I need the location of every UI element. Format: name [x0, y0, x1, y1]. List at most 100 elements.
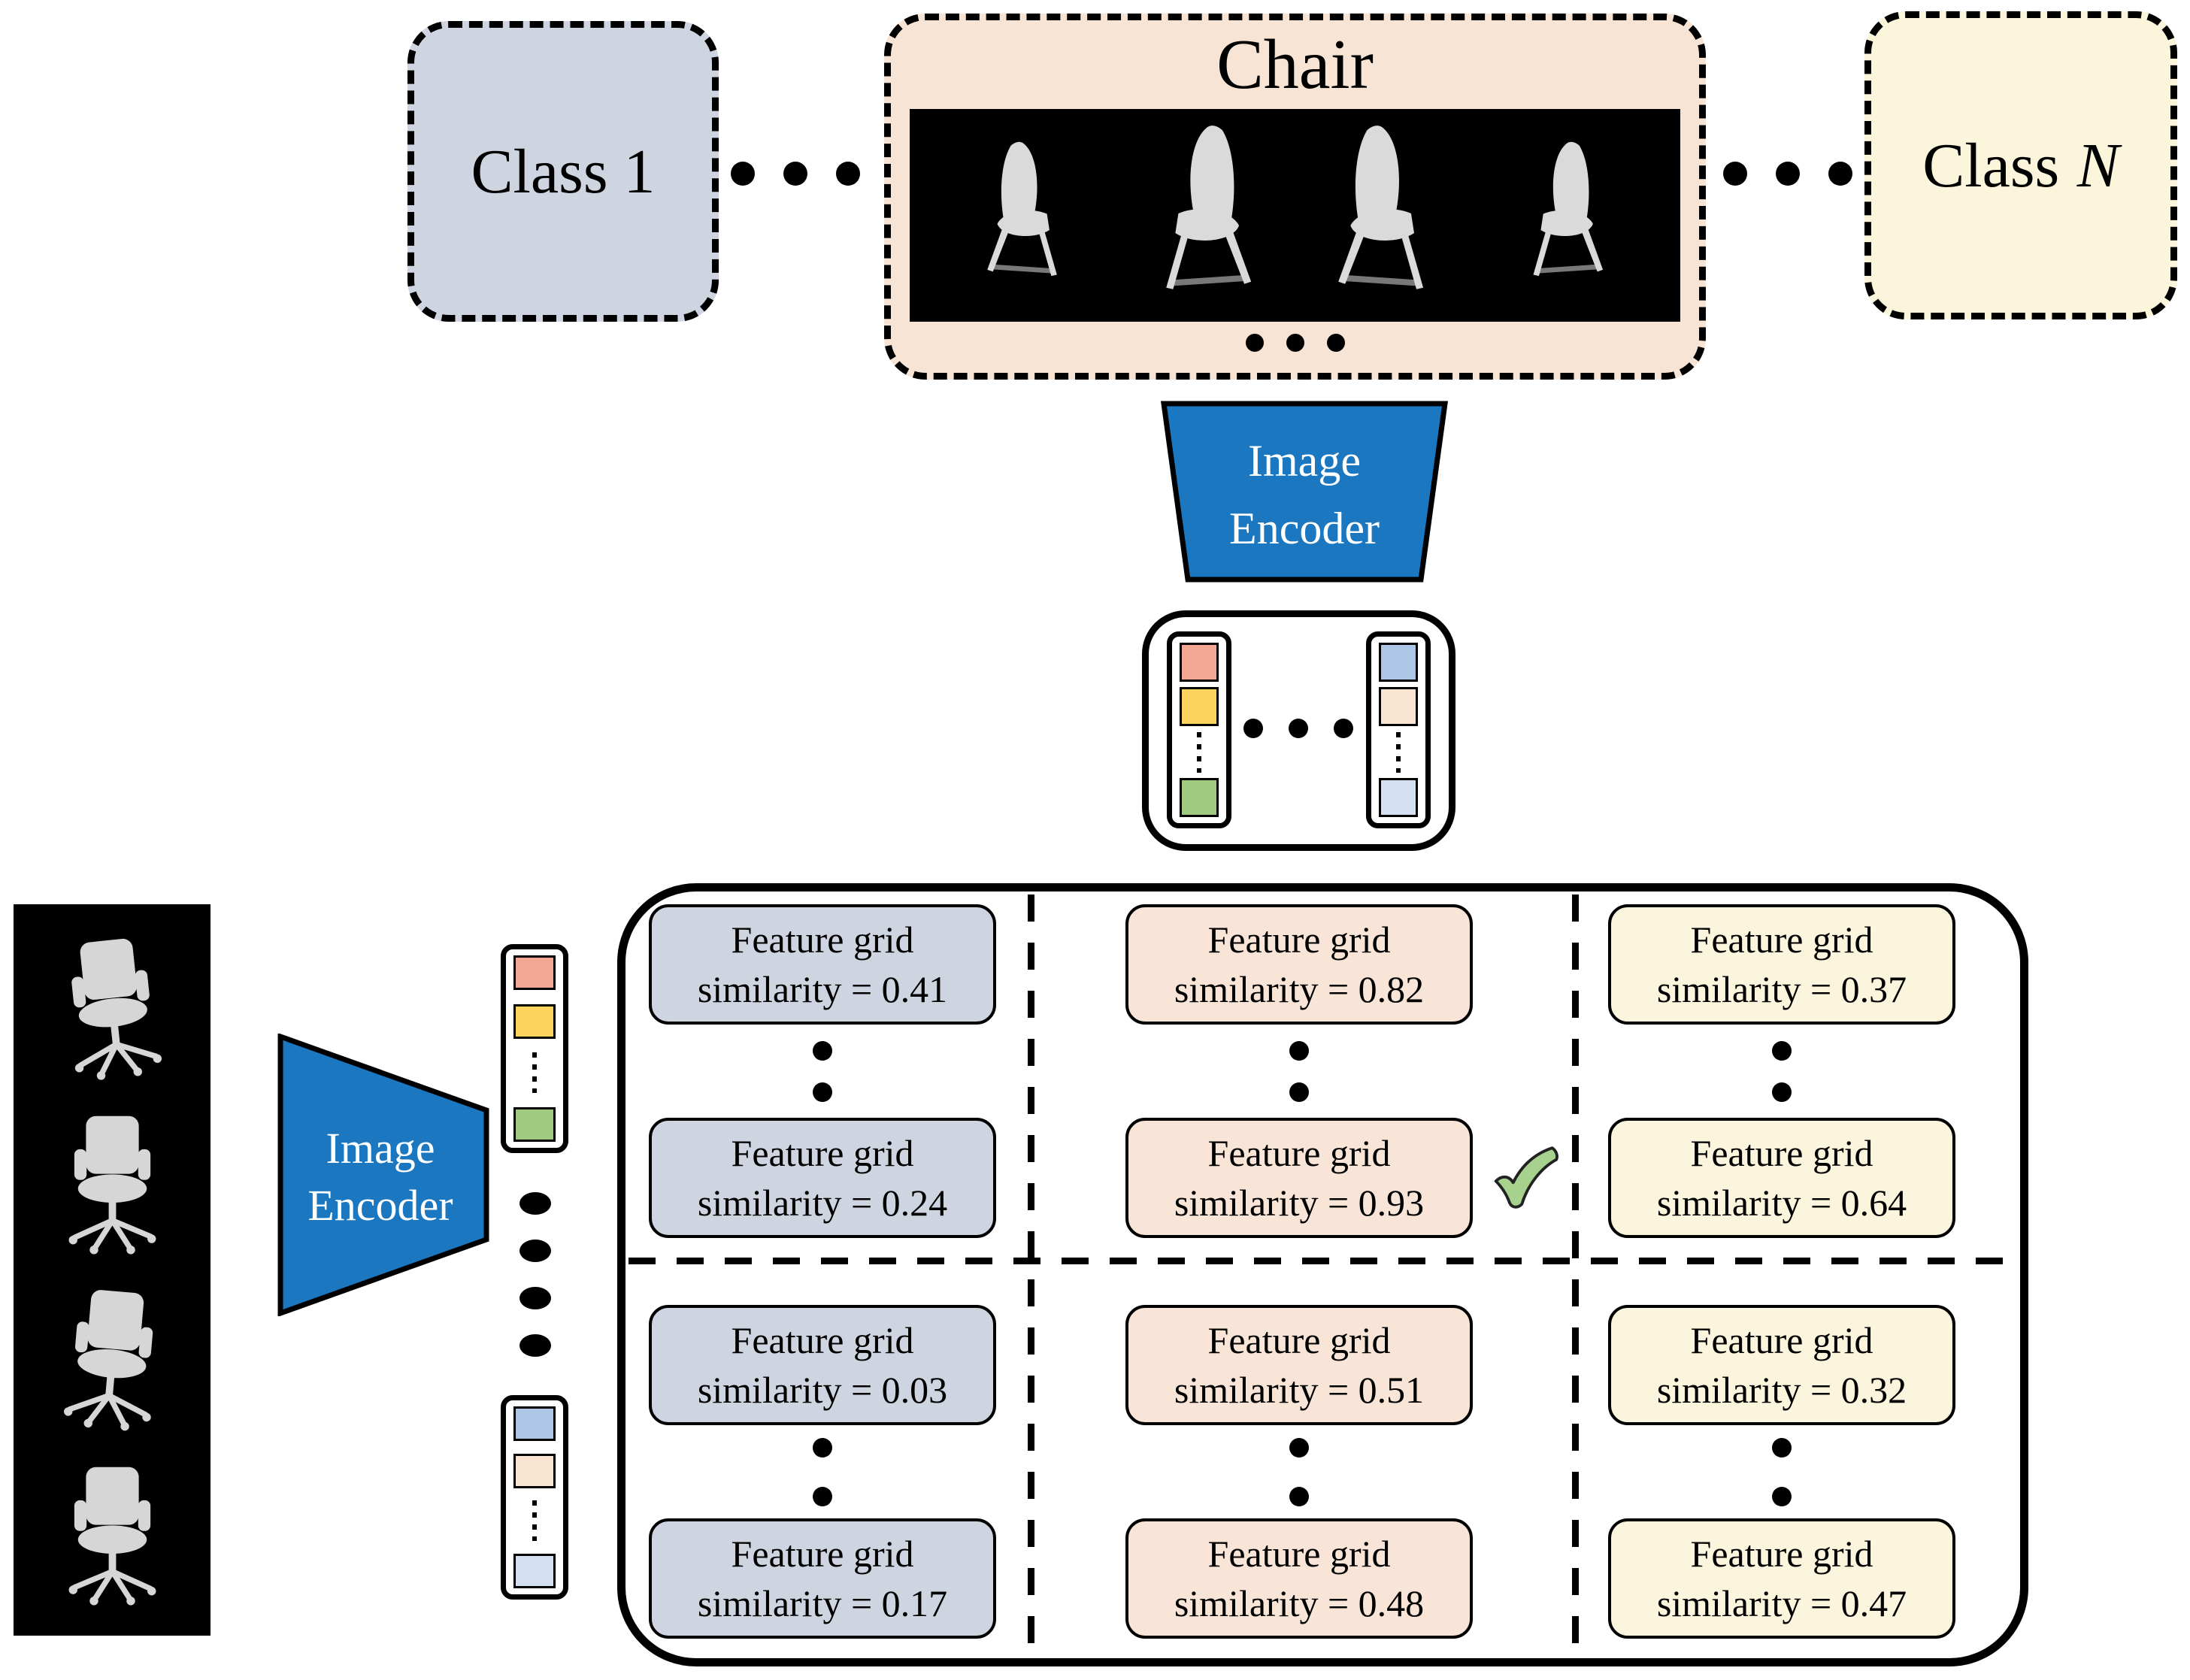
dot-icon	[1772, 1487, 1792, 1506]
dot-icon	[519, 1287, 551, 1309]
chair-class-box: Chair	[884, 14, 1706, 380]
feature-cell-salmon	[513, 955, 556, 990]
similarity-box-title: Feature grid	[731, 1533, 914, 1575]
class-1-box: Class 1	[407, 21, 719, 322]
similarity-grid: Feature grid similarity = 0.41 Feature g…	[617, 883, 2028, 1666]
dot-icon	[519, 1192, 551, 1215]
feature-cell-lavender	[1379, 777, 1418, 817]
dot-icon	[519, 1240, 551, 1262]
office-chair-pointcloud-icon	[50, 1279, 174, 1436]
feature-cell-peach	[513, 1453, 556, 1488]
feature-cell-peach	[1379, 687, 1418, 727]
chair-views-image-strip	[910, 109, 1680, 322]
similarity-value: similarity = 0.37	[1656, 968, 1907, 1010]
similarity-box-title: Feature grid	[1207, 1319, 1391, 1361]
similarity-box-best-match: Feature grid similarity = 0.93	[1125, 1118, 1473, 1238]
column-divider	[1572, 894, 1579, 1655]
dot-icon	[813, 1082, 832, 1102]
class-1-label: Class 1	[471, 136, 656, 207]
similarity-box-title: Feature grid	[1207, 1533, 1391, 1575]
dot-icon	[519, 1334, 551, 1357]
dot-icon	[1289, 1487, 1309, 1506]
chair-pointcloud-icon	[972, 138, 1078, 293]
dot-icon	[783, 162, 807, 186]
dot-icon	[1723, 162, 1747, 186]
query-feature-vector-top	[501, 944, 568, 1153]
ellipsis-between-chair-and-classN	[1723, 162, 1852, 186]
image-encoder-top: Image Encoder	[1160, 401, 1449, 583]
ellipsis-more-chair-views	[1245, 334, 1345, 352]
dot-icon	[1289, 1082, 1309, 1102]
dot-icon	[813, 1041, 832, 1061]
dot-icon	[813, 1438, 832, 1458]
dot-icon	[1776, 162, 1800, 186]
similarity-box-title: Feature grid	[731, 919, 914, 961]
similarity-box-title: Feature grid	[731, 1319, 914, 1361]
similarity-value: similarity = 0.48	[1174, 1582, 1425, 1624]
similarity-value: similarity = 0.03	[697, 1369, 948, 1411]
dot-icon	[1289, 1438, 1309, 1458]
image-encoder-left: Image Encoder	[277, 1034, 489, 1316]
dot-icon	[1289, 719, 1308, 738]
similarity-box-title: Feature grid	[1690, 1319, 1873, 1361]
encoder-trapezoid-shape	[1160, 401, 1449, 583]
similarity-box: Feature grid similarity = 0.37	[1608, 904, 1955, 1025]
dot-icon	[1286, 334, 1304, 352]
dot-icon	[1772, 1082, 1792, 1102]
similarity-box: Feature grid similarity = 0.32	[1608, 1305, 1955, 1425]
similarity-box: Feature grid similarity = 0.64	[1608, 1118, 1955, 1238]
similarity-value: similarity = 0.47	[1656, 1582, 1907, 1624]
feature-vector-column	[1167, 631, 1231, 828]
row-divider	[629, 1258, 2017, 1264]
vector-dotted-separator	[532, 1500, 537, 1542]
feature-cell-yellow	[1180, 687, 1219, 727]
similarity-box-title: Feature grid	[1690, 1533, 1873, 1575]
vector-dotted-separator	[1396, 731, 1401, 773]
feature-cell-green	[1180, 777, 1219, 817]
office-chair-pointcloud-icon	[57, 1460, 168, 1607]
encoder-label-line2: Encoder	[307, 1181, 453, 1230]
similarity-value: similarity = 0.93	[1174, 1182, 1425, 1224]
encoder-label-line1: Image	[326, 1124, 435, 1173]
encoder-label-line1: Image	[1248, 436, 1361, 486]
chair-pointcloud-icon	[1512, 138, 1618, 293]
dot-icon	[1772, 1438, 1792, 1458]
chair-pointcloud-icon	[1320, 121, 1449, 310]
ellipsis-between-vectors	[1243, 719, 1353, 738]
office-chair-pointcloud-icon	[50, 928, 175, 1085]
dot-icon	[1772, 1041, 1792, 1061]
class-n-symbol: N	[2076, 130, 2119, 201]
vertical-ellipsis-between-query-vectors	[519, 1192, 551, 1357]
similarity-box: Feature grid similarity = 0.48	[1125, 1518, 1473, 1639]
similarity-value: similarity = 0.82	[1174, 968, 1425, 1010]
similarity-box: Feature grid similarity = 0.24	[649, 1118, 996, 1238]
feature-cell-blue	[1379, 643, 1418, 682]
similarity-box-title: Feature grid	[731, 1132, 914, 1174]
similarity-value: similarity = 0.51	[1174, 1369, 1425, 1411]
similarity-box: Feature grid similarity = 0.51	[1125, 1305, 1473, 1425]
similarity-value: similarity = 0.32	[1656, 1369, 1907, 1411]
chair-pointcloud-icon	[1140, 121, 1269, 310]
feature-cell-yellow	[513, 1003, 556, 1039]
feature-cell-salmon	[1180, 643, 1219, 682]
feature-cell-blue	[513, 1406, 556, 1441]
query-feature-vector-bottom	[501, 1395, 568, 1600]
feature-cell-green	[513, 1106, 556, 1142]
encoder-label-line2: Encoder	[1229, 504, 1380, 553]
class-feature-vectors-box	[1142, 610, 1455, 851]
ellipsis-between-class1-and-chair	[731, 162, 860, 186]
column-divider	[1028, 894, 1034, 1655]
similarity-box-title: Feature grid	[1690, 919, 1873, 961]
similarity-value: similarity = 0.41	[697, 968, 948, 1010]
feature-vector-column	[1366, 631, 1431, 828]
dot-icon	[1828, 162, 1852, 186]
encoder-trapezoid-shape	[277, 1034, 489, 1316]
similarity-box-title: Feature grid	[1690, 1132, 1873, 1174]
class-n-label: Class	[1922, 130, 2060, 201]
similarity-box: Feature grid similarity = 0.82	[1125, 904, 1473, 1025]
dot-icon	[731, 162, 755, 186]
dot-icon	[1326, 334, 1345, 352]
dot-icon	[1289, 1041, 1309, 1061]
office-chair-pointcloud-icon	[57, 1109, 168, 1256]
